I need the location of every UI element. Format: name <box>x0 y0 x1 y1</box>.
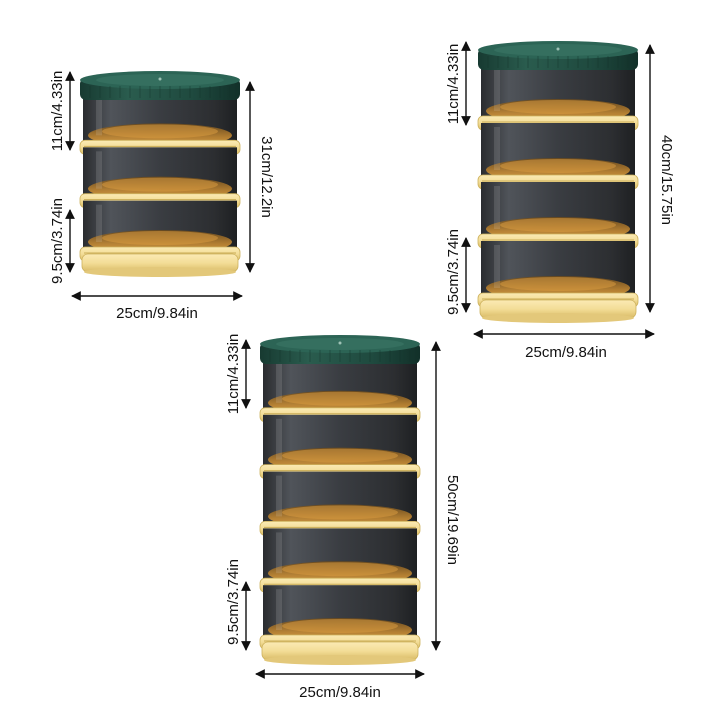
tier-tray-highlight <box>102 124 218 139</box>
tier-tray-highlight <box>282 391 398 406</box>
tier-glare <box>276 475 282 517</box>
tier-height-label: 11cm/4.33in <box>445 44 462 125</box>
tier <box>259 358 421 423</box>
tier-height-label: 11cm/4.33in <box>49 71 66 152</box>
tier <box>79 94 241 155</box>
width-label: 25cm/9.84in <box>525 344 607 361</box>
product-4-tier: 11cm/4.33in 9.5cm/3.74in 40cm/15.75in 25… <box>445 41 675 361</box>
tier-tray-highlight <box>500 100 616 114</box>
product-3-tier: 11cm/4.33in 9.5cm/3.74in 31cm/12.2in 25c… <box>49 71 275 322</box>
product-5-tier-dimensions: 11cm/4.33in 9.5cm/3.74in 50cm/19.69in 25… <box>225 334 461 701</box>
tier <box>477 241 639 308</box>
tier <box>79 200 241 262</box>
width-label: 25cm/9.84in <box>116 305 198 322</box>
total-height-label: 50cm/19.69in <box>444 475 461 565</box>
container-base-bottom <box>264 655 416 665</box>
tier-tray-highlight <box>102 231 218 245</box>
tier-glare <box>96 151 102 189</box>
tier <box>477 123 639 190</box>
lid-vent <box>158 77 162 81</box>
total-height-label: 40cm/15.75in <box>658 135 675 225</box>
product-3-tier-container <box>79 71 241 277</box>
base-tier-label: 9.5cm/3.74in <box>445 229 462 315</box>
lid-vent <box>556 47 560 51</box>
tier <box>79 147 241 209</box>
tier-glare <box>494 68 500 111</box>
tier <box>259 585 421 650</box>
tier-tray-highlight <box>500 277 616 291</box>
tier <box>477 182 639 249</box>
tier-tray-highlight <box>282 448 398 463</box>
product-4-tier-container <box>477 41 639 323</box>
base-tier-label: 9.5cm/3.74in <box>49 198 66 284</box>
total-height-label: 31cm/12.2in <box>258 136 275 218</box>
tier-glare <box>96 204 102 242</box>
container-base-bottom <box>482 313 634 323</box>
tier-glare <box>494 127 500 170</box>
tier-glare <box>96 98 102 136</box>
product-3-tier-dimensions: 11cm/4.33in 9.5cm/3.74in 31cm/12.2in 25c… <box>49 71 275 322</box>
tier-glare <box>276 362 282 403</box>
container-lid <box>260 335 420 364</box>
tier-height-label: 11cm/4.33in <box>225 334 242 415</box>
product-5-tier: 11cm/4.33in 9.5cm/3.74in 50cm/19.69in 25… <box>225 334 461 701</box>
tier-glare <box>494 245 500 288</box>
tier-tray-highlight <box>282 619 398 633</box>
product-5-tier-container <box>259 335 421 665</box>
tier <box>259 528 421 593</box>
container-lid <box>478 41 638 70</box>
tier <box>259 471 421 536</box>
tier-tray-highlight <box>500 159 616 173</box>
tier <box>477 64 639 131</box>
width-label: 25cm/9.84in <box>299 684 381 701</box>
product-4-tier-dimensions: 11cm/4.33in 9.5cm/3.74in 40cm/15.75in 25… <box>445 41 675 361</box>
tier-tray-highlight <box>500 218 616 232</box>
tier-glare <box>276 589 282 630</box>
tier-tray-highlight <box>282 562 398 577</box>
tier-glare <box>494 186 500 229</box>
tier-tray-highlight <box>282 505 398 520</box>
base-tier-label: 9.5cm/3.74in <box>225 559 242 645</box>
container-lid <box>80 71 240 100</box>
tier-glare <box>276 532 282 574</box>
tier <box>259 414 421 480</box>
container-base-bottom <box>84 267 236 277</box>
lid-vent <box>338 341 342 345</box>
tier-tray-highlight <box>102 177 218 192</box>
tier-glare <box>276 418 282 460</box>
